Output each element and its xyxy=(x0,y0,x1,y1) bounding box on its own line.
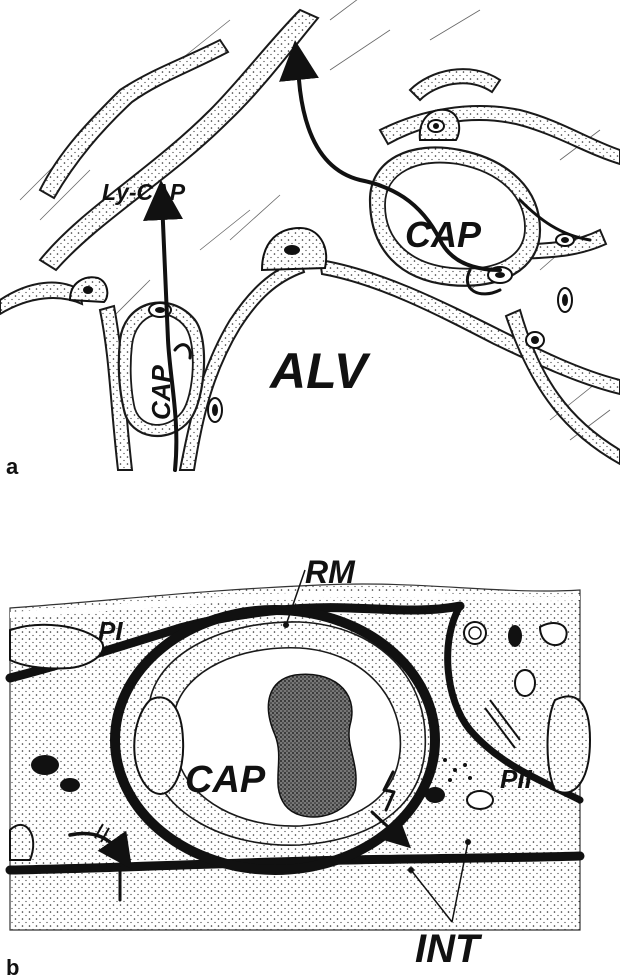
label-rm: RM xyxy=(305,554,356,590)
panel-b: RM PI CAP PII INT b xyxy=(6,554,590,978)
label-cap-right: CAP xyxy=(405,214,482,255)
panel-letter-a: a xyxy=(6,454,19,479)
label-cap: CAP xyxy=(185,759,266,801)
label-int: INT xyxy=(415,927,483,971)
label-p2: PII xyxy=(500,764,533,794)
label-cap-left: CAP xyxy=(146,364,176,420)
capillary-lumen xyxy=(115,610,435,870)
label-ly-cap: Ly-CAP xyxy=(102,179,186,205)
label-p1: PI xyxy=(98,616,123,646)
panel-a: Ly-CAP CAP CAP ALV a xyxy=(0,0,620,479)
erythrocyte xyxy=(268,674,356,817)
panel-letter-b: b xyxy=(6,955,19,978)
label-alv: ALV xyxy=(268,343,371,399)
